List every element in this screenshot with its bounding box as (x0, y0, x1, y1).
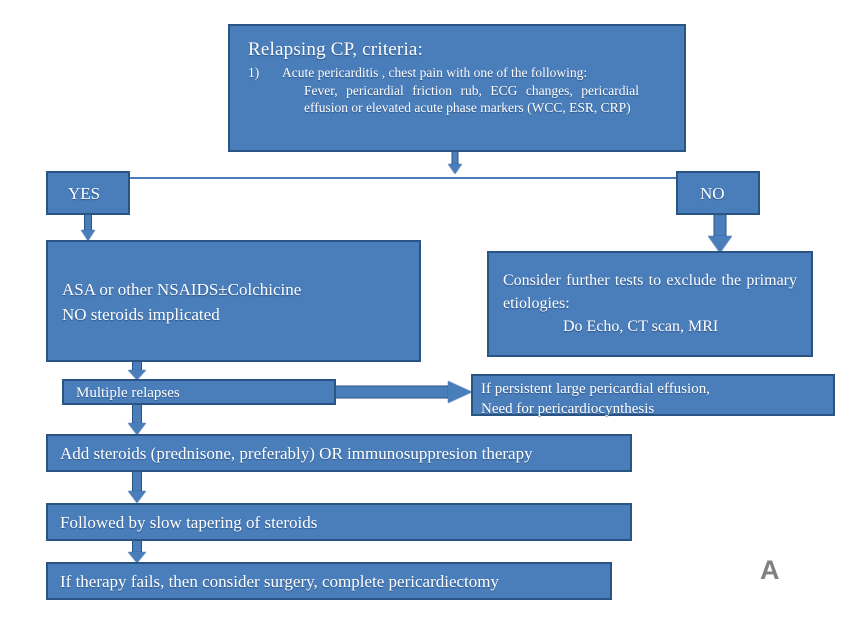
node-further-tests: Consider further tests to exclude the pr… (487, 251, 813, 357)
criteria-item-detail: Fever, pericardial friction rub, ECG cha… (304, 82, 639, 115)
arrow-stem (132, 362, 142, 371)
arrow-stem (451, 152, 459, 165)
node-surgery-pericardiectomy: If therapy fails, then consider surgery,… (46, 562, 612, 600)
no-label: NO (700, 184, 725, 203)
arrow-head (128, 552, 146, 563)
arrow-taper-to-surgery (124, 541, 150, 563)
arrow-no-to-tests (705, 215, 735, 253)
node-relapsing-cp-criteria: Relapsing CP, criteria: 1) Acute pericar… (228, 24, 686, 152)
node-pericardial-effusion: If persistent large pericardial effusion… (471, 374, 835, 418)
effusion-line-1: If persistent large pericardial effusion… (481, 381, 710, 397)
criteria-item-text: Acute pericarditis , chest pain with one… (282, 65, 588, 81)
criteria-list-item: 1) Acute pericarditis , chest pain with … (248, 64, 674, 81)
arrow-stem (336, 385, 448, 399)
panel-letter: A (760, 555, 780, 585)
asa-line-1: ASA or other NSAIDS±Colchicine (62, 280, 302, 299)
relapses-label: Multiple relapses (76, 385, 180, 401)
arrow-head (708, 236, 732, 253)
arrow-add-steroids-to-taper (124, 472, 150, 503)
node-yes: YES (46, 171, 130, 215)
tests-line-2: Do Echo, CT scan, MRI (563, 318, 719, 336)
node-slow-tapering: Followed by slow tapering of steroids (46, 503, 632, 541)
yes-label: YES (68, 184, 101, 203)
add-steroids-label: Add steroids (prednisone, preferably) OR… (60, 444, 533, 463)
arrow-head (128, 370, 146, 380)
asa-line-2: NO steroids implicated (62, 304, 220, 324)
surgery-label: If therapy fails, then consider surgery,… (60, 572, 499, 591)
node-asa-nsaids: ASA or other NSAIDS±Colchicine NO steroi… (46, 240, 421, 362)
arrow-relapses-to-effusion (336, 381, 472, 403)
node-add-steroids: Add steroids (prednisone, preferably) OR… (46, 434, 632, 472)
arrow-stem (132, 541, 142, 552)
arrow-head (128, 491, 146, 503)
criteria-title: Relapsing CP, criteria: (248, 39, 424, 60)
node-no: NO (676, 171, 760, 215)
arrow-stem (713, 215, 727, 237)
branch-split-line (86, 177, 726, 179)
arrow-head (81, 230, 95, 241)
arrow-yes-to-asa (79, 215, 97, 241)
arrow-head (448, 381, 472, 403)
arrow-relapses-to-add-steroids (124, 405, 150, 435)
arrow-stem (132, 405, 142, 424)
arrow-head (128, 423, 146, 435)
taper-label: Followed by slow tapering of steroids (60, 513, 318, 532)
arrow-criteria-to-branch (446, 152, 464, 174)
criteria-item-number: 1) (248, 65, 260, 81)
tests-line-1: Consider further tests to exclude the pr… (503, 272, 797, 313)
effusion-line-2: Need for pericardiocynthesis (481, 401, 655, 418)
arrow-head (448, 164, 462, 174)
node-multiple-relapses: Multiple relapses (62, 379, 336, 405)
arrow-asa-to-relapses (124, 362, 150, 380)
arrow-stem (84, 215, 92, 230)
arrow-stem (132, 472, 142, 491)
